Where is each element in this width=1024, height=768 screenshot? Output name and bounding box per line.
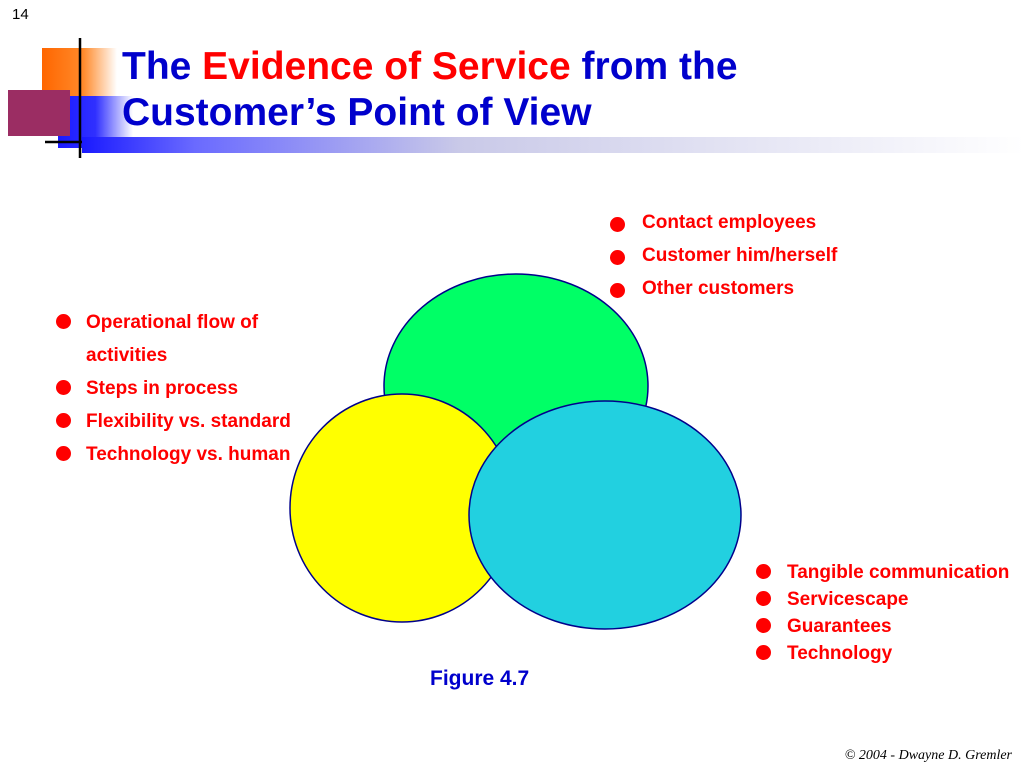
list-item: Flexibility vs. standard [56,405,316,438]
bullet-icon [756,618,771,633]
figure-caption: Figure 4.7 [430,667,530,690]
people-bullet-list: Contact employees Customer him/herself O… [610,212,837,311]
slide-title: The Evidence of Service from the Custome… [122,44,982,136]
bullet-icon [56,446,71,461]
bullet-icon [610,250,625,265]
list-item: Customer him/herself [610,245,837,278]
venn-circle-physical-evidence [468,400,742,630]
title-highlight: Evidence of Service [202,45,571,88]
list-item: Servicescape [756,586,1016,613]
venn-diagram [289,273,742,630]
bullet-icon [756,591,771,606]
slide-number: 14 [12,6,29,23]
list-item: Contact employees [610,212,837,245]
title-the: The [122,45,203,88]
list-item: Other customers [610,278,837,311]
list-item: Technology vs. human [56,438,316,471]
title-from-the: from the [570,45,738,88]
bullet-icon [610,217,625,232]
copyright-notice: © 2004 - Dwayne D. Gremler [844,748,1012,763]
list-item: Steps in process [56,372,316,405]
bullet-icon [56,413,71,428]
list-item: Operational flow of activities [56,306,316,372]
title-underline-bar [82,137,1024,153]
bullet-icon [756,564,771,579]
list-item: Tangible communication [756,559,1016,586]
deco-magenta-square [8,90,70,136]
title-line2: Customer’s Point of View [122,91,592,134]
bullet-icon [56,314,71,329]
list-item: Technology [756,640,1016,667]
list-item: Guarantees [756,613,1016,640]
bullet-icon [56,380,71,395]
bullet-icon [610,283,625,298]
physical-evidence-bullet-list: Tangible communication Servicescape Guar… [756,559,1016,667]
process-bullet-list: Operational flow of activities Steps in … [56,306,316,471]
bullet-icon [756,645,771,660]
